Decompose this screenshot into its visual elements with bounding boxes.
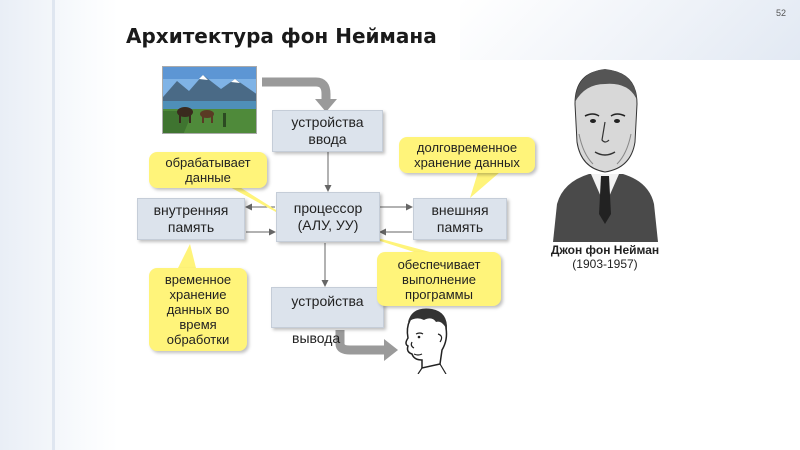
callout-temporary-line1: временное	[164, 272, 232, 287]
callout-temporary-line2: хранение	[169, 287, 227, 302]
background-stripe	[52, 0, 55, 450]
human-head-icon	[392, 306, 456, 375]
processor-box: процессор (АЛУ, УУ)	[276, 192, 380, 242]
input-flow-arrow	[262, 77, 331, 100]
callout-processes-line1: обрабатывает	[165, 155, 251, 170]
callout-program-execution: обеспечивает выполнение программы	[377, 252, 501, 306]
output-devices-line2: вывода	[292, 330, 341, 346]
output-flow-arrow	[335, 330, 386, 355]
external-memory-line1: внешняя	[431, 202, 489, 218]
callout-long-term-line1: долговременное	[416, 140, 518, 155]
external-memory-box: внешняя память	[413, 198, 507, 240]
internal-memory-box: внутренняя память	[137, 198, 245, 240]
callout-execution-line2: выполнение	[402, 271, 476, 287]
portrait-caption-name: Джон фон Нейман	[550, 243, 660, 257]
callout-long-term-line2: хранение данных	[414, 155, 520, 170]
callout-processes-line2: данные	[185, 170, 231, 185]
output-devices-box: устройства	[271, 287, 384, 328]
callout-long-term-storage: долговременное хранение данных	[399, 137, 535, 173]
callout-processes-data: обрабатывает данные	[149, 152, 267, 188]
callout-temporary-line4: время	[179, 317, 217, 332]
background-left-gradient	[0, 0, 118, 450]
output-devices-line1: устройства	[291, 293, 364, 309]
processor-line2: (АЛУ, УУ)	[297, 217, 359, 233]
input-flow-arrowhead	[315, 99, 337, 112]
processor-line1: процессор	[293, 200, 363, 216]
internal-memory-line2: память	[167, 219, 215, 235]
input-devices-line1: устройства	[291, 114, 364, 130]
callout-execution-line1: обеспечивает	[397, 256, 481, 272]
external-memory-line2: память	[436, 219, 484, 235]
portrait-caption-years: (1903-1957)	[572, 257, 638, 271]
background-top-gradient	[460, 0, 800, 60]
slide-number: 52	[775, 8, 786, 18]
landscape-picture	[162, 66, 257, 134]
internal-memory-line1: внутренняя	[153, 202, 229, 218]
callout-temporary-line5: обработки	[166, 332, 230, 347]
callout-temporary-storage: временное хранение данных во время обраб…	[149, 268, 247, 351]
callout-tail-temporary	[178, 244, 196, 268]
slide-title: Архитектура фон Неймана	[126, 24, 437, 48]
input-devices-line2: ввода	[308, 131, 347, 147]
output-flow-arrowhead	[384, 339, 398, 361]
john-von-neumann-portrait	[553, 64, 658, 242]
callout-execution-line3: программы	[405, 286, 473, 302]
callout-temporary-line3: данных во	[166, 302, 230, 317]
input-devices-box: устройства ввода	[272, 110, 383, 152]
callout-tail-long-term	[470, 172, 500, 198]
